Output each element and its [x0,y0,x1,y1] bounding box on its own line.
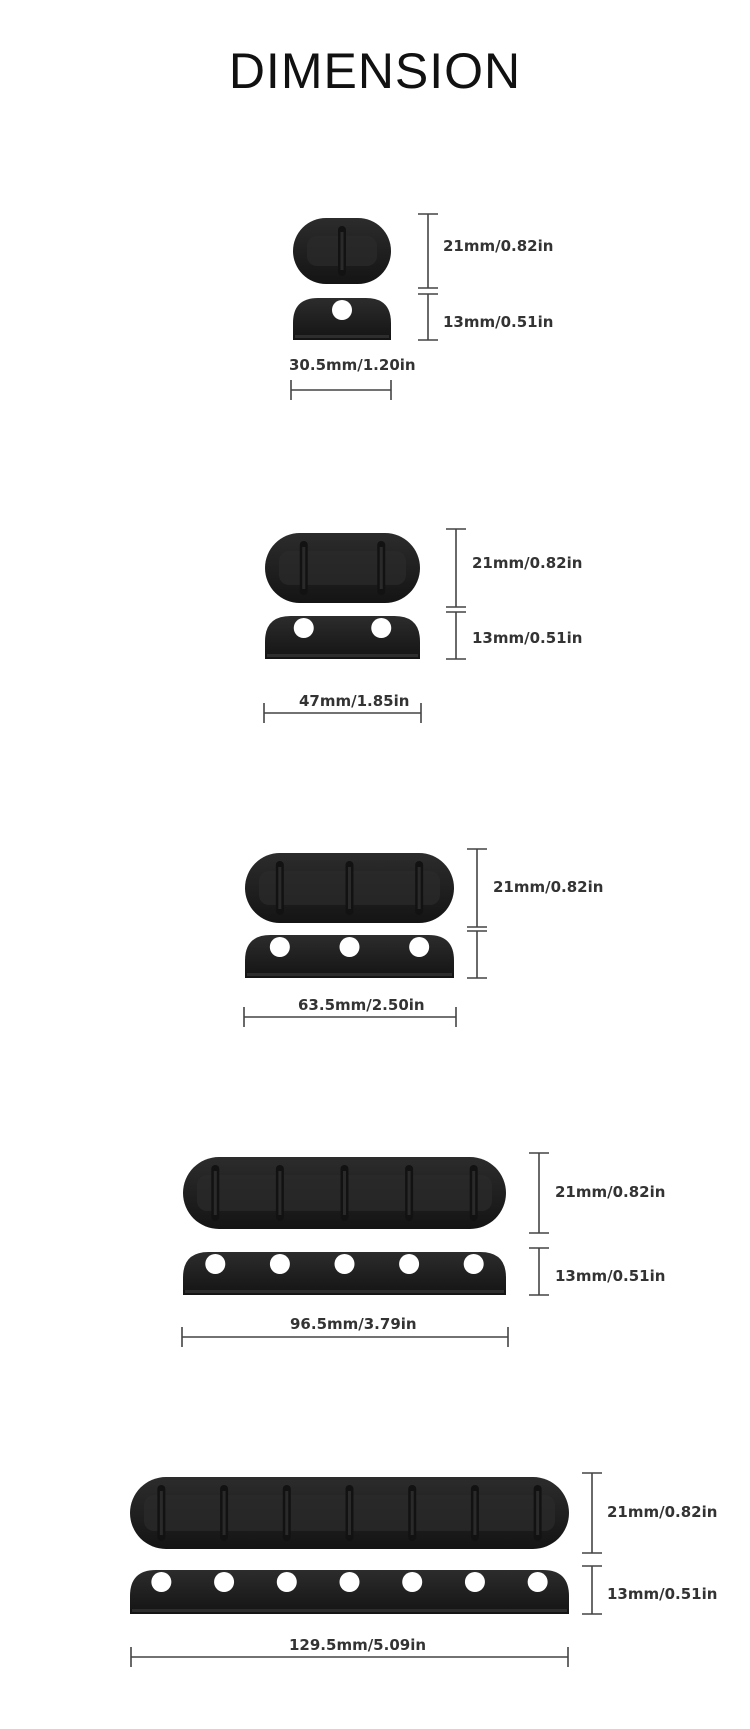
clip-slot-highlight [407,1171,411,1215]
clip-slot-highlight [278,867,282,909]
width-label: 30.5mm/1.20in [289,356,416,374]
cable-hole [527,1572,548,1592]
height-label: 21mm/0.82in [472,554,583,572]
clip-slot-highlight [285,1491,289,1535]
clip-slot-highlight [536,1491,540,1535]
cable-hole [269,937,290,957]
clip-side-edge [132,1609,567,1612]
clip-slot-highlight [278,1171,282,1215]
clip-side-edge [295,335,389,338]
cable-hole [276,1572,297,1592]
cable-hole [339,937,360,957]
clip-slot-highlight [410,1491,414,1535]
height-label: 21mm/0.82in [443,237,554,255]
page-title: DIMENSION [228,43,522,99]
cable-hole [334,1254,355,1274]
cable-hole [339,1572,360,1592]
clip-slot-highlight [159,1491,163,1535]
width-label: 47mm/1.85in [299,692,410,710]
clip-slot-highlight [340,232,344,270]
clip-slot-highlight [473,1491,477,1535]
clip-slot-highlight [472,1171,476,1215]
clip-slot-highlight [302,547,306,589]
clip-slot-highlight [222,1491,226,1535]
clip-slot-highlight [213,1171,217,1215]
cable-hole [151,1572,172,1592]
clip-side-edge [247,973,452,976]
cable-hole [332,300,352,320]
cable-hole [205,1254,226,1274]
clip-slot-highlight [417,867,421,909]
width-label: 129.5mm/5.09in [289,1636,427,1654]
cable-hole [409,937,430,957]
clip-slot-highlight [379,547,383,589]
clip-side-edge [185,1290,504,1293]
height-label: 21mm/0.82in [493,878,604,896]
clip-slot-highlight [343,1171,346,1215]
height-label: 21mm/0.82in [607,1503,718,1521]
cable-hole [269,1254,290,1274]
clip-slot-highlight [348,867,351,909]
cable-hole [399,1254,420,1274]
clip-slot-highlight [348,1491,351,1535]
depth-label: 13mm/0.51in [555,1267,666,1285]
depth-label: 13mm/0.51in [607,1585,718,1603]
height-label: 21mm/0.82in [555,1183,666,1201]
cable-hole [371,618,392,638]
clip-top-band [279,551,406,585]
depth-label: 13mm/0.51in [443,313,554,331]
depth-label: 13mm/0.51in [472,629,583,647]
width-label: 63.5mm/2.50in [298,996,425,1014]
cable-hole [293,618,314,638]
cable-hole [402,1572,423,1592]
cable-hole [214,1572,235,1592]
width-label: 96.5mm/3.79in [290,1315,417,1333]
clip-side-edge [267,654,418,657]
cable-hole [463,1254,484,1274]
cable-hole [464,1572,485,1592]
